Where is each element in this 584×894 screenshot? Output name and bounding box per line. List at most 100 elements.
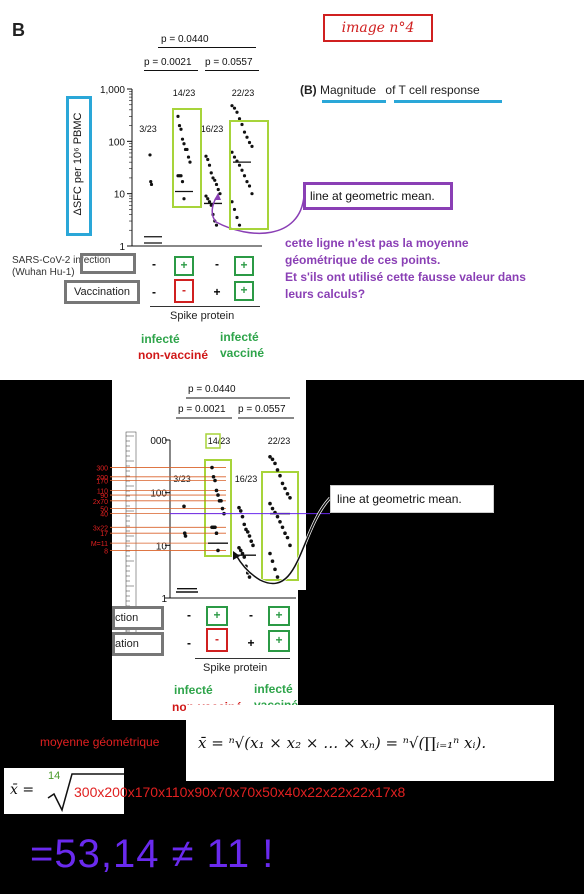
group-count-4: 22/23	[232, 88, 255, 98]
zoom-data-point-g1	[182, 504, 186, 509]
data-point-g2	[179, 127, 183, 131]
zoom-xlabel-rule	[195, 658, 290, 659]
zoom-data-point-g2	[216, 493, 220, 497]
zoom-data-point-g4	[278, 519, 282, 524]
product-text: 300x200x170x110x90x70x70x50x40x22x22x22x…	[74, 784, 406, 800]
data-point-g4	[230, 200, 234, 204]
data-point-g4	[232, 155, 237, 159]
data-point-g4	[232, 207, 237, 212]
p-value-top: p = 0.0440	[161, 34, 209, 45]
zoom-data-point-g2	[210, 465, 214, 470]
zoom-data-point-g3	[251, 543, 255, 548]
data-point-g3	[207, 200, 212, 204]
zoom-p-value-2: p = 0.0557	[238, 404, 286, 415]
data-point-g1	[149, 182, 154, 187]
x-axis-label: Spike protein	[170, 310, 235, 322]
sign-inf-4: +	[234, 256, 254, 276]
ruler-label-4: 90	[100, 493, 108, 500]
infection-row-label: SARS-CoV-2 infection (Wuhan Hu-1)	[12, 255, 110, 279]
comment-text: cette ligne n'est pas la moyenne géométr…	[285, 235, 526, 303]
ruler-label-6: 50	[100, 507, 108, 514]
formula-text: x̄ = ⁿ√(x₁ × x₂ × … × xₙ) = ⁿ√(∏ᵢ₌₁ⁿ xᵢ)…	[198, 734, 487, 752]
callout-text: line at geometric mean.	[310, 189, 435, 203]
zoom-data-point-g1	[182, 531, 187, 535]
data-point-g4	[237, 163, 242, 167]
zoom-sign-vac-1: -	[187, 636, 191, 650]
zoom-data-point-g4	[285, 535, 290, 540]
zoom-data-point-g3	[237, 505, 241, 510]
data-point-g2	[179, 174, 183, 178]
zoom-group-count-2: 14/23	[208, 436, 231, 446]
zoom-vaccination-box: ation	[112, 632, 164, 656]
zoom-data-point-g4	[270, 457, 275, 462]
sign-vac-2: -	[174, 279, 194, 303]
zoom-group4-highlight	[261, 471, 299, 581]
zoom-data-point-g4	[288, 543, 292, 548]
bracket-left	[144, 70, 198, 71]
zoom-data-point-g3	[242, 522, 247, 527]
radical-sign-icon	[47, 773, 124, 813]
sign-vac-4: +	[234, 281, 254, 301]
data-point-g1	[149, 180, 153, 184]
data-point-g4	[242, 130, 247, 134]
zoom-data-point-g4	[288, 495, 292, 500]
zoom-p-value-0: p = 0.0440	[188, 384, 236, 395]
sign-vac-1: -	[152, 285, 156, 299]
zoom-data-point-g3	[242, 555, 247, 559]
data-point-g3	[209, 171, 213, 175]
data-point-g2	[185, 147, 189, 152]
data-point-g4	[245, 135, 249, 139]
ruler-label-3: 110	[97, 488, 108, 495]
zoom-data-point-g3	[238, 509, 243, 513]
zoom-data-point-g1	[183, 534, 188, 538]
data-point-g3	[214, 182, 219, 187]
panel-letter: B	[12, 20, 25, 40]
zoom-callout-box: line at geometric mean.	[330, 485, 494, 513]
zoom-data-point-g2	[220, 506, 225, 511]
data-point-g3	[207, 163, 212, 167]
zoomed-chart-edge	[298, 380, 306, 590]
y-tick-label-3: 1	[119, 242, 125, 253]
zoom-data-point-g3	[237, 545, 241, 550]
zoom-data-point-g3	[247, 575, 252, 579]
header-word1: Magnitude	[320, 83, 377, 97]
header-title: (B) Magnitude of T cell response	[300, 83, 480, 97]
zoom-data-point-g4	[268, 501, 272, 506]
callout-curve-arrow	[211, 195, 305, 234]
data-point-g4	[235, 110, 239, 114]
data-point-g2	[182, 142, 186, 146]
comment-line-1: cette ligne n'est pas la moyenne	[285, 236, 469, 250]
callout-arrowhead	[214, 193, 221, 200]
zoom-data-point-g2	[211, 475, 216, 479]
infection-label-box	[80, 253, 136, 274]
zoom-x-axis-label: Spike protein	[203, 662, 268, 674]
group4-label-1: infecté	[220, 330, 259, 344]
zoom-sign-vac-4: +	[268, 630, 290, 652]
zoom-data-point-g4	[273, 461, 277, 466]
ruler-label-10: M=11	[91, 541, 108, 548]
ruler-label-11: 8	[104, 548, 108, 555]
p-value-left: p = 0.0021	[144, 57, 192, 68]
data-point-g4	[237, 117, 242, 121]
group2-highlight	[172, 108, 202, 208]
zoom-data-point-g2	[214, 488, 219, 493]
sign-vac-3: +	[213, 285, 221, 299]
zoom-data-point-g3	[247, 534, 252, 538]
sign-inf-3: -	[215, 257, 219, 271]
data-point-g1	[148, 153, 152, 157]
zoom-data-point-g3	[245, 530, 250, 534]
ruler-label-5: 2x70	[93, 499, 108, 506]
zoom-sign-inf-4: +	[268, 606, 290, 626]
data-point-g4	[235, 215, 239, 220]
data-point-g3	[204, 154, 208, 158]
data-point-g2	[177, 123, 182, 128]
data-point-g4	[250, 192, 254, 196]
callout-box: line at geometric mean.	[303, 182, 453, 210]
data-point-g4	[240, 122, 244, 127]
image-tag: image n°4	[341, 20, 415, 36]
image-tag-box: image n°4	[323, 14, 433, 42]
zoom-data-point-g3	[240, 514, 245, 519]
group2-label-1: infecté	[141, 332, 180, 346]
